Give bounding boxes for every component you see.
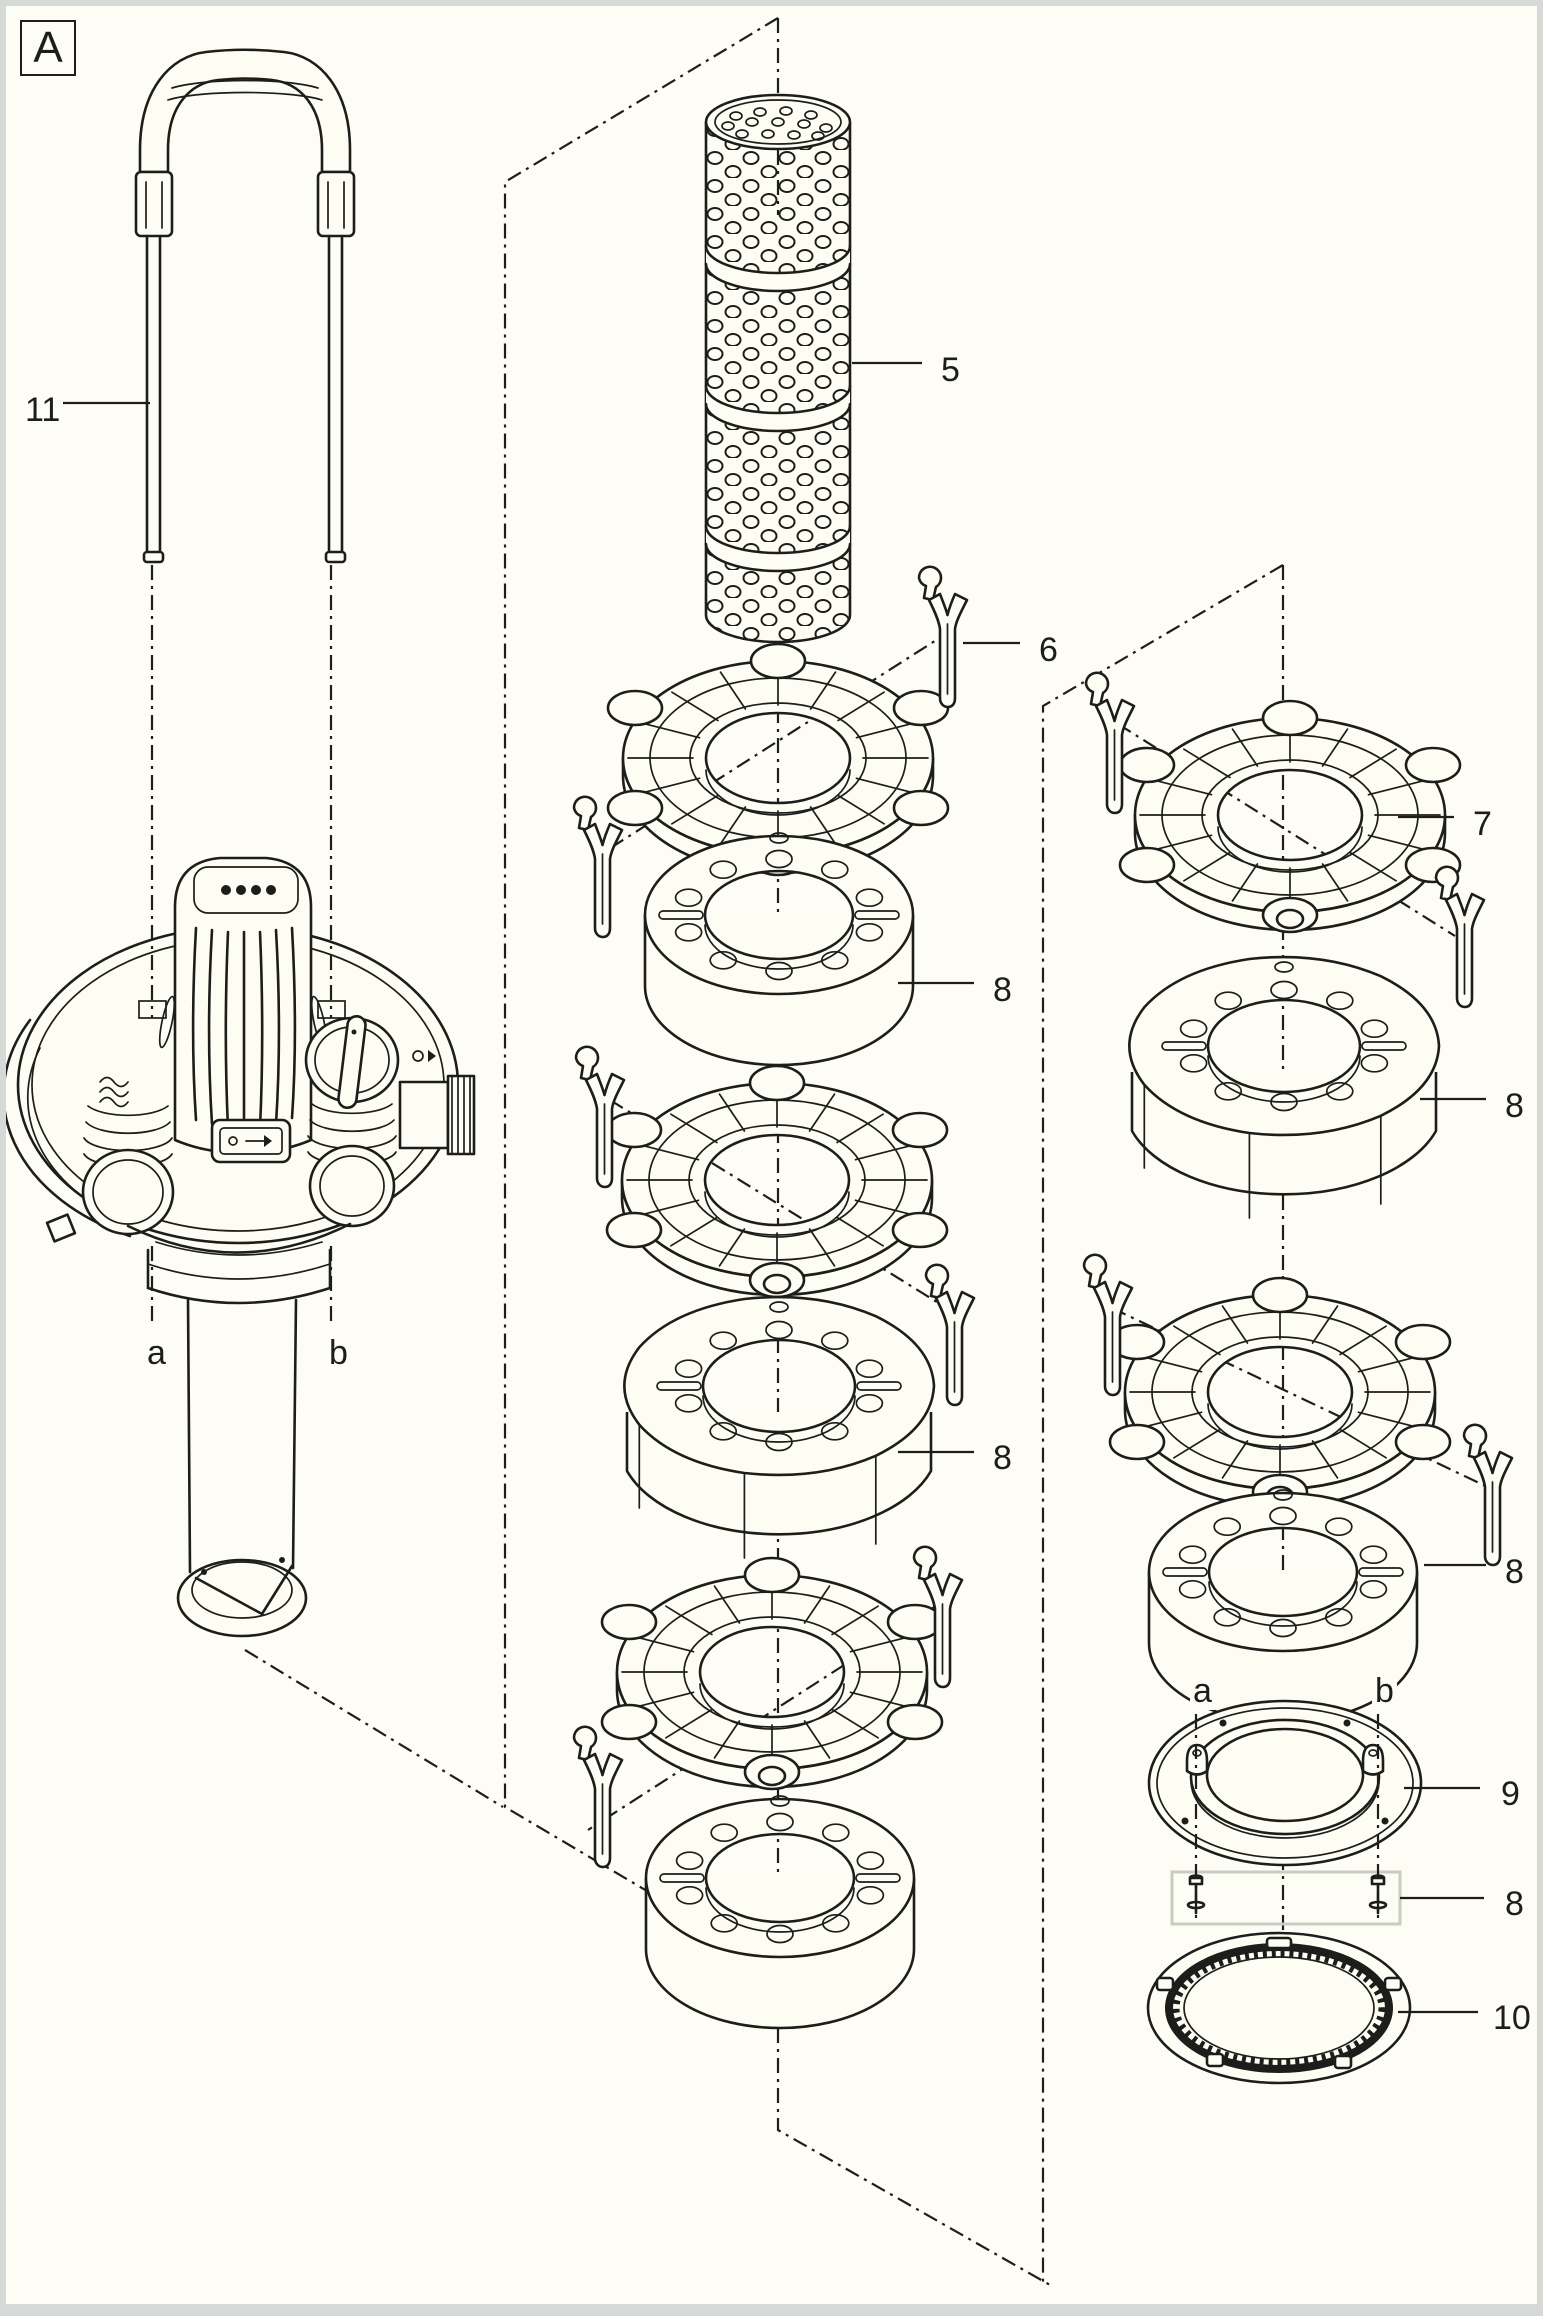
callout-leaders — [62, 361, 1486, 2014]
view-label-text: A — [33, 23, 63, 72]
view-label: A — [20, 20, 76, 76]
outlet-flow-icon — [412, 1050, 424, 1062]
panel-frame-middle — [503, 17, 785, 1973]
tube-top-perforation — [721, 106, 833, 141]
flow-squiggle-icon — [99, 1076, 129, 1108]
lid-side-band — [6, 1018, 132, 1238]
y-clip-right2-se — [1462, 1423, 1514, 1567]
callout-8-screws: 8 — [1502, 1885, 1527, 1923]
handle-rod-right — [324, 234, 347, 564]
standpipe — [126, 1222, 352, 1638]
callout-8-mid-top: 8 — [990, 971, 1015, 1009]
filter-lid-assembly — [6, 856, 476, 1638]
handle-rod-left — [142, 234, 165, 564]
uvc-vent-slats — [191, 926, 297, 1132]
latch-info-icon — [228, 1136, 238, 1146]
y-clip-right2-nw — [1082, 1253, 1134, 1397]
y-clip-7-nw — [1084, 671, 1136, 815]
handle-clamp-right — [316, 170, 356, 238]
callout-a-right: a — [1190, 1672, 1215, 1710]
callout-5: 5 — [938, 351, 963, 389]
callout-9: 9 — [1498, 1775, 1523, 1813]
construction-lines-over — [150, 565, 1380, 1920]
outlet-port — [398, 1050, 476, 1156]
hose-adapter-right — [307, 1103, 397, 1228]
foam-ring-right-top — [1128, 955, 1441, 1220]
callout-8-mid-center: 8 — [990, 1439, 1015, 1477]
lid-band-tab — [45, 1213, 77, 1243]
seal-flange — [1147, 1699, 1423, 1867]
callout-a-left: a — [144, 1334, 169, 1372]
clamp-ring — [1146, 1931, 1412, 2085]
center-axis-middle — [776, 18, 1051, 2286]
foam-ring-mid-bottom — [644, 1794, 916, 2030]
callout-8-right-center: 8 — [1502, 1553, 1527, 1591]
spider-grid-mid-3 — [600, 1556, 944, 1791]
callout-6: 6 — [1036, 631, 1061, 669]
foam-ring-mid-center — [623, 1295, 936, 1560]
callout-b-left: b — [326, 1334, 351, 1372]
foam-ring-mid-top — [643, 831, 915, 1067]
oase-logo-icon — [221, 885, 276, 895]
handle-assembly — [134, 48, 356, 564]
filter-tube — [704, 93, 852, 644]
lid-latch — [210, 1118, 292, 1164]
callout-7: 7 — [1470, 805, 1495, 843]
spider-grid-right-2 — [1108, 1276, 1452, 1511]
standpipe-cap — [176, 1558, 308, 1638]
diagram-page: A 11 5 6 7 8 8 8 8 9 8 10 a b a b — [6, 6, 1537, 2304]
callout-8-right-top: 8 — [1502, 1087, 1527, 1125]
exploded-view-figure — [6, 17, 1514, 2286]
y-clip-7-se — [1434, 865, 1486, 1009]
y-clip-mid3-sw — [572, 1725, 624, 1869]
panel-frame-right — [1041, 564, 1284, 2283]
callout-11: 11 — [22, 391, 64, 429]
clip-diagonal-1 — [597, 629, 953, 857]
tube-section-joints — [704, 244, 852, 573]
handle-clamp-left — [134, 170, 174, 238]
callout-10: 10 — [1490, 1999, 1534, 2037]
hose-adapter-left — [81, 1076, 175, 1236]
uvc-housing — [158, 856, 328, 1155]
screw-box — [1170, 1870, 1402, 1926]
callout-b-right: b — [1372, 1672, 1397, 1710]
standpipe-diagonal — [244, 1649, 504, 1808]
control-knob — [304, 1014, 400, 1110]
y-clip-6-ne — [917, 565, 969, 709]
latch-arrow-icon — [264, 1135, 272, 1147]
